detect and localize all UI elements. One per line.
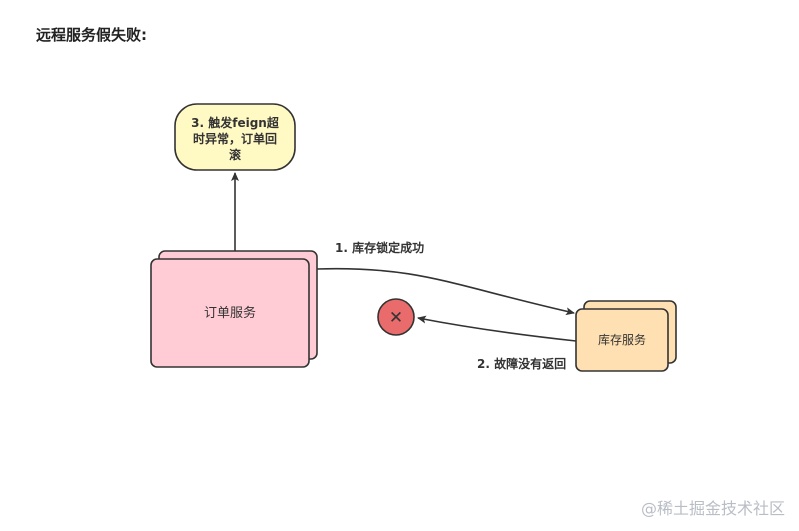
inventory-service-label: 库存服务 [598,332,646,347]
lock-request-arrow [316,267,575,316]
timeout-callout: 3. 触发feign超 时异常，订单回 滚 [174,103,296,171]
order-service-node: 订单服务 [150,250,318,368]
callout-line-3: 滚 [229,147,242,162]
inventory-service-node: 库存服务 [575,300,677,372]
watermark: @稀土掘金技术社区 [640,499,785,518]
error-icon: ✕ [377,298,415,336]
page-title: 远程服务假失败: [36,26,147,44]
callout-line-1: 3. 触发feign超 [191,115,280,130]
callout-line-2: 时异常，订单回 [193,131,277,146]
error-mark: ✕ [389,308,403,328]
no-return-label: 2. 故障没有返回 [477,356,566,371]
order-service-label: 订单服务 [204,305,256,321]
failed-return-arrow [417,315,577,342]
lock-success-label: 1. 库存锁定成功 [335,240,424,255]
